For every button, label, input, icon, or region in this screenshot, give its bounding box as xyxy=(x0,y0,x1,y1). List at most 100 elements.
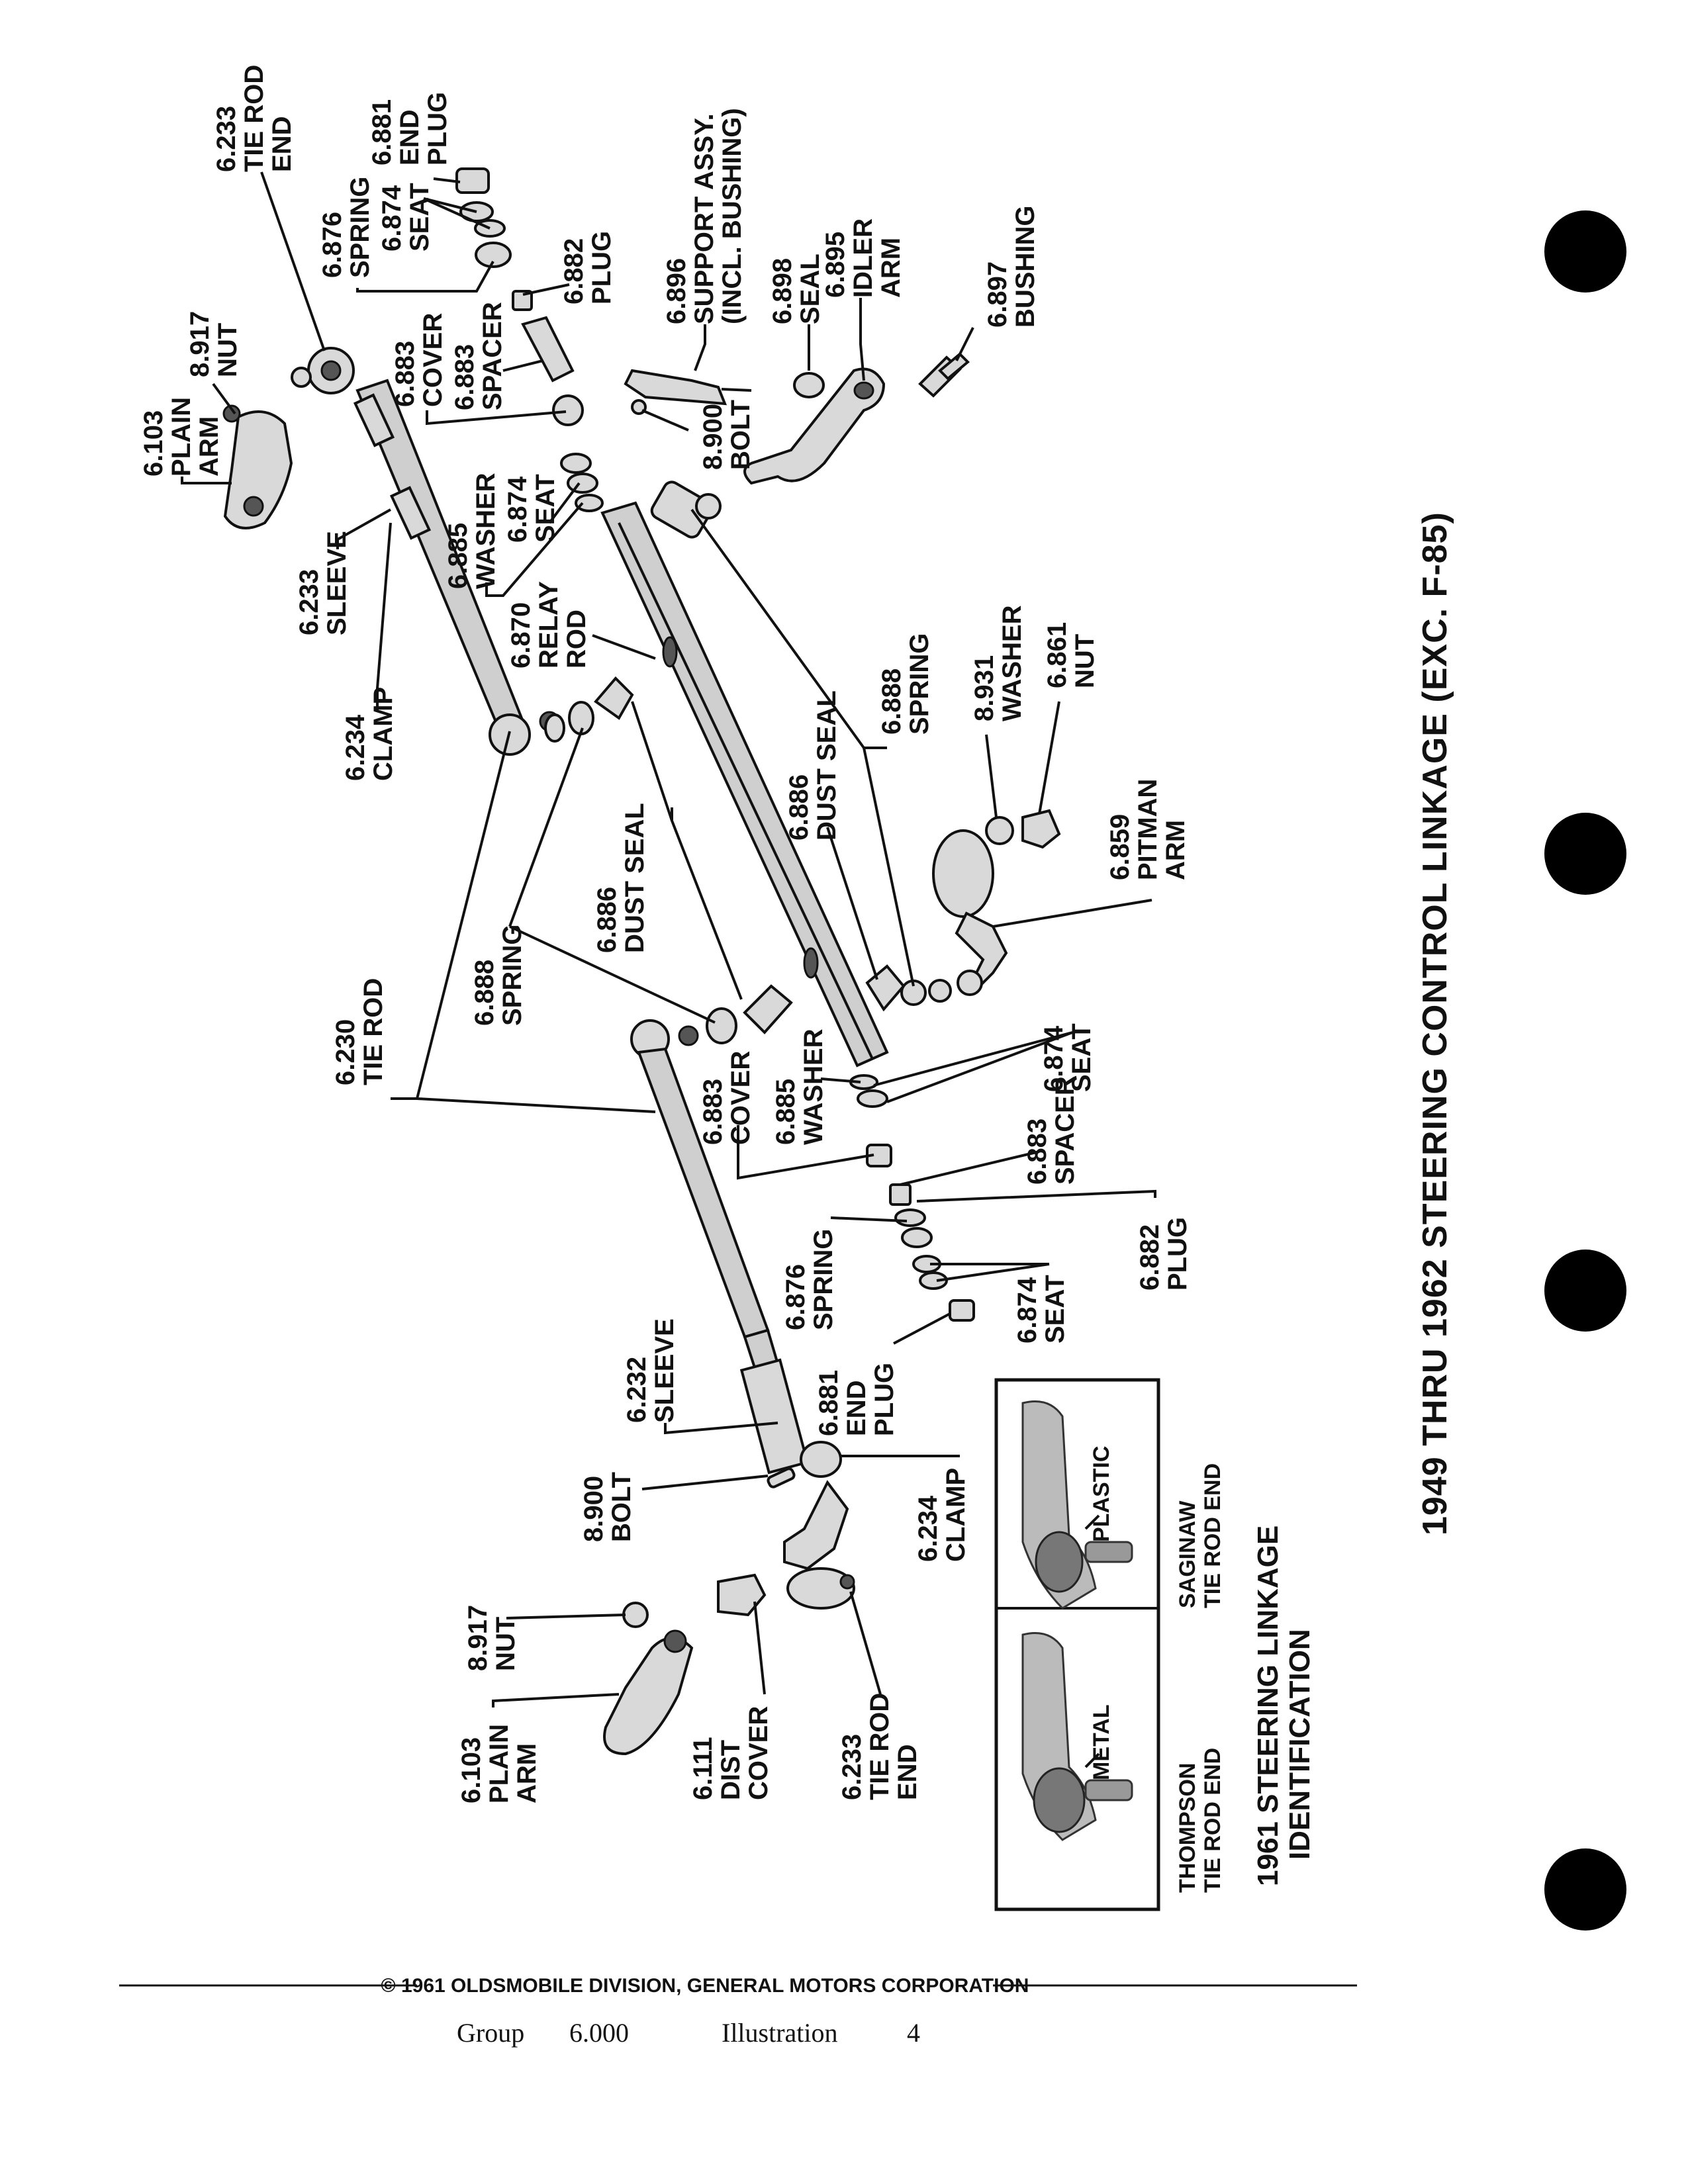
label-washer-mid: 6.885 WASHER xyxy=(444,473,500,589)
label-seat-mid: 6.874 SEAT xyxy=(503,474,560,543)
label-washer-pitman: 8.931 WASHER xyxy=(970,605,1027,721)
svg-text:6.883: 6.883 xyxy=(698,1079,727,1145)
svg-text:SPACER: SPACER xyxy=(478,302,507,410)
label-seat-low: 6.874 SEAT xyxy=(1039,1023,1096,1092)
svg-text:NUT: NUT xyxy=(213,323,242,377)
svg-text:RELAY: RELAY xyxy=(534,581,563,668)
svg-text:CLAMP: CLAMP xyxy=(941,1468,970,1562)
binder-hole xyxy=(1544,1250,1626,1332)
svg-text:ROD: ROD xyxy=(562,610,591,668)
label-idler-arm: 6.895 IDLER ARM xyxy=(821,218,906,298)
label-spring-low: 6.876 SPRING xyxy=(781,1229,838,1330)
svg-text:8.900: 8.900 xyxy=(579,1476,608,1542)
label-bolt-low: 8.900 BOLT xyxy=(579,1472,636,1542)
thompson-tie-rod-end-photo xyxy=(1021,1632,1133,1841)
svg-text:TIE ROD END: TIE ROD END xyxy=(1200,1463,1225,1608)
svg-text:6.232: 6.232 xyxy=(622,1357,651,1423)
svg-text:SEAT: SEAT xyxy=(405,183,434,251)
svg-text:6.874: 6.874 xyxy=(503,476,532,543)
svg-text:6.230: 6.230 xyxy=(331,1019,360,1085)
svg-text:SEAT: SEAT xyxy=(1041,1275,1070,1343)
svg-text:8.917: 8.917 xyxy=(463,1605,492,1671)
label-plug-low: 6.882 PLUG xyxy=(1135,1217,1192,1291)
svg-text:PITMAN: PITMAN xyxy=(1133,779,1162,880)
svg-text:BOLT: BOLT xyxy=(726,400,755,470)
svg-text:SLEEVE: SLEEVE xyxy=(322,531,352,635)
svg-text:6.111: 6.111 xyxy=(688,1737,718,1800)
svg-text:6.233: 6.233 xyxy=(295,569,324,635)
svg-text:6.881: 6.881 xyxy=(367,99,397,165)
upper-plain-arm xyxy=(222,367,312,529)
svg-text:8.931: 8.931 xyxy=(970,655,999,721)
label-plain-arm-top: 6.103 PLAIN ARM xyxy=(139,397,224,477)
svg-text:ARM: ARM xyxy=(195,416,224,477)
label-dust-seal-left: 6.886 DUST SEAL xyxy=(592,803,649,953)
svg-text:6.883: 6.883 xyxy=(391,341,420,407)
svg-text:TIE ROD: TIE ROD xyxy=(359,978,388,1085)
label-nut-top: 8.917 NUT xyxy=(185,311,242,377)
svg-text:COVER: COVER xyxy=(726,1051,755,1145)
svg-text:6.888: 6.888 xyxy=(877,668,906,735)
svg-text:PLUG: PLUG xyxy=(1163,1217,1192,1291)
group-number: 6.000 xyxy=(569,2018,629,2048)
svg-text:6.233: 6.233 xyxy=(837,1734,867,1800)
svg-text:DUST SEAL: DUST SEAL xyxy=(812,690,841,841)
svg-text:IDLER: IDLER xyxy=(849,218,878,298)
part-labels: 6.233 TIE ROD END 6.881 END PLUG 6.874 S… xyxy=(139,65,1192,1803)
label-end-plug-top: 6.881 END PLUG xyxy=(367,92,452,165)
svg-text:END: END xyxy=(267,116,297,172)
svg-text:SEAL: SEAL xyxy=(796,253,825,324)
svg-text:(INCL. BUSHING): (INCL. BUSHING) xyxy=(718,108,747,324)
svg-text:TIE ROD: TIE ROD xyxy=(865,1693,894,1800)
svg-text:1961 STEERING LINKAGE: 1961 STEERING LINKAGE xyxy=(1252,1525,1284,1886)
svg-text:SEAT: SEAT xyxy=(531,474,560,543)
svg-text:6.882: 6.882 xyxy=(559,238,588,304)
svg-text:TIE ROD END: TIE ROD END xyxy=(1200,1748,1225,1893)
identification-captions: SAGINAW TIE ROD END THOMPSON TIE ROD END… xyxy=(1175,1463,1316,1893)
svg-text:DUST SEAL: DUST SEAL xyxy=(620,803,649,953)
svg-text:6.898: 6.898 xyxy=(768,258,797,324)
binder-hole xyxy=(1544,813,1626,895)
svg-text:BUSHING: BUSHING xyxy=(1011,206,1040,328)
svg-text:6.234: 6.234 xyxy=(914,1495,943,1562)
svg-text:SLEEVE: SLEEVE xyxy=(650,1318,679,1423)
svg-text:CLAMP: CLAMP xyxy=(369,687,398,781)
svg-text:SPACER: SPACER xyxy=(1051,1076,1080,1185)
label-sleeve-top: 6.233 SLEEVE xyxy=(295,531,352,635)
label-pitman-arm: 6.859 PITMAN ARM xyxy=(1105,779,1190,880)
copyright-line: © 1961 OLDSMOBILE DIVISION, GENERAL MOTO… xyxy=(381,1975,1029,1997)
label-relay-rod: 6.870 RELAY ROD xyxy=(506,581,591,668)
label-spring-top: 6.876 SPRING xyxy=(318,177,375,278)
label-spacer-low: 6.883 SPACER xyxy=(1023,1076,1080,1185)
svg-text:WASHER: WASHER xyxy=(799,1028,828,1145)
label-spacer-top: 6.883 SPACER xyxy=(450,302,507,410)
svg-text:6.859: 6.859 xyxy=(1105,814,1135,880)
svg-text:COVER: COVER xyxy=(418,313,447,407)
label-clamp-low: 6.234 CLAMP xyxy=(914,1468,970,1562)
label-spring-right: 6.888 SPRING xyxy=(877,633,934,735)
svg-text:6.895: 6.895 xyxy=(821,232,850,298)
svg-text:6.874: 6.874 xyxy=(1013,1277,1042,1343)
label-sleeve-low: 6.232 SLEEVE xyxy=(622,1318,679,1423)
svg-text:6.861: 6.861 xyxy=(1043,622,1072,688)
label-support-assy: 6.896 SUPPORT ASSY. (INCL. BUSHING) xyxy=(662,108,747,324)
label-tie-rod: 6.230 TIE ROD xyxy=(331,978,388,1085)
label-washer-low: 6.885 WASHER xyxy=(771,1028,828,1145)
svg-text:PLAIN: PLAIN xyxy=(485,1724,514,1803)
illustration-label: Illustration xyxy=(722,2018,838,2048)
svg-text:WASHER: WASHER xyxy=(471,473,500,589)
support-assembly xyxy=(624,369,752,539)
illustration-number: 4 xyxy=(907,2018,920,2048)
footer: © 1961 OLDSMOBILE DIVISION, GENERAL MOTO… xyxy=(119,1975,1357,2048)
label-clamp-top: 6.234 CLAMP xyxy=(341,687,398,781)
label-seat-low2: 6.874 SEAT xyxy=(1013,1275,1070,1343)
label-nut-low: 8.917 NUT xyxy=(463,1605,520,1671)
svg-text:6.881: 6.881 xyxy=(814,1370,843,1436)
svg-text:6.882: 6.882 xyxy=(1135,1224,1164,1291)
saginaw-tie-rod-end-photo xyxy=(1021,1400,1133,1610)
svg-text:6.886: 6.886 xyxy=(592,887,622,953)
svg-text:PLAIN: PLAIN xyxy=(167,397,196,477)
label-dist-cover: 6.111 DIST COVER xyxy=(688,1706,773,1800)
svg-text:BOLT: BOLT xyxy=(607,1472,636,1542)
binder-hole xyxy=(1544,210,1626,293)
